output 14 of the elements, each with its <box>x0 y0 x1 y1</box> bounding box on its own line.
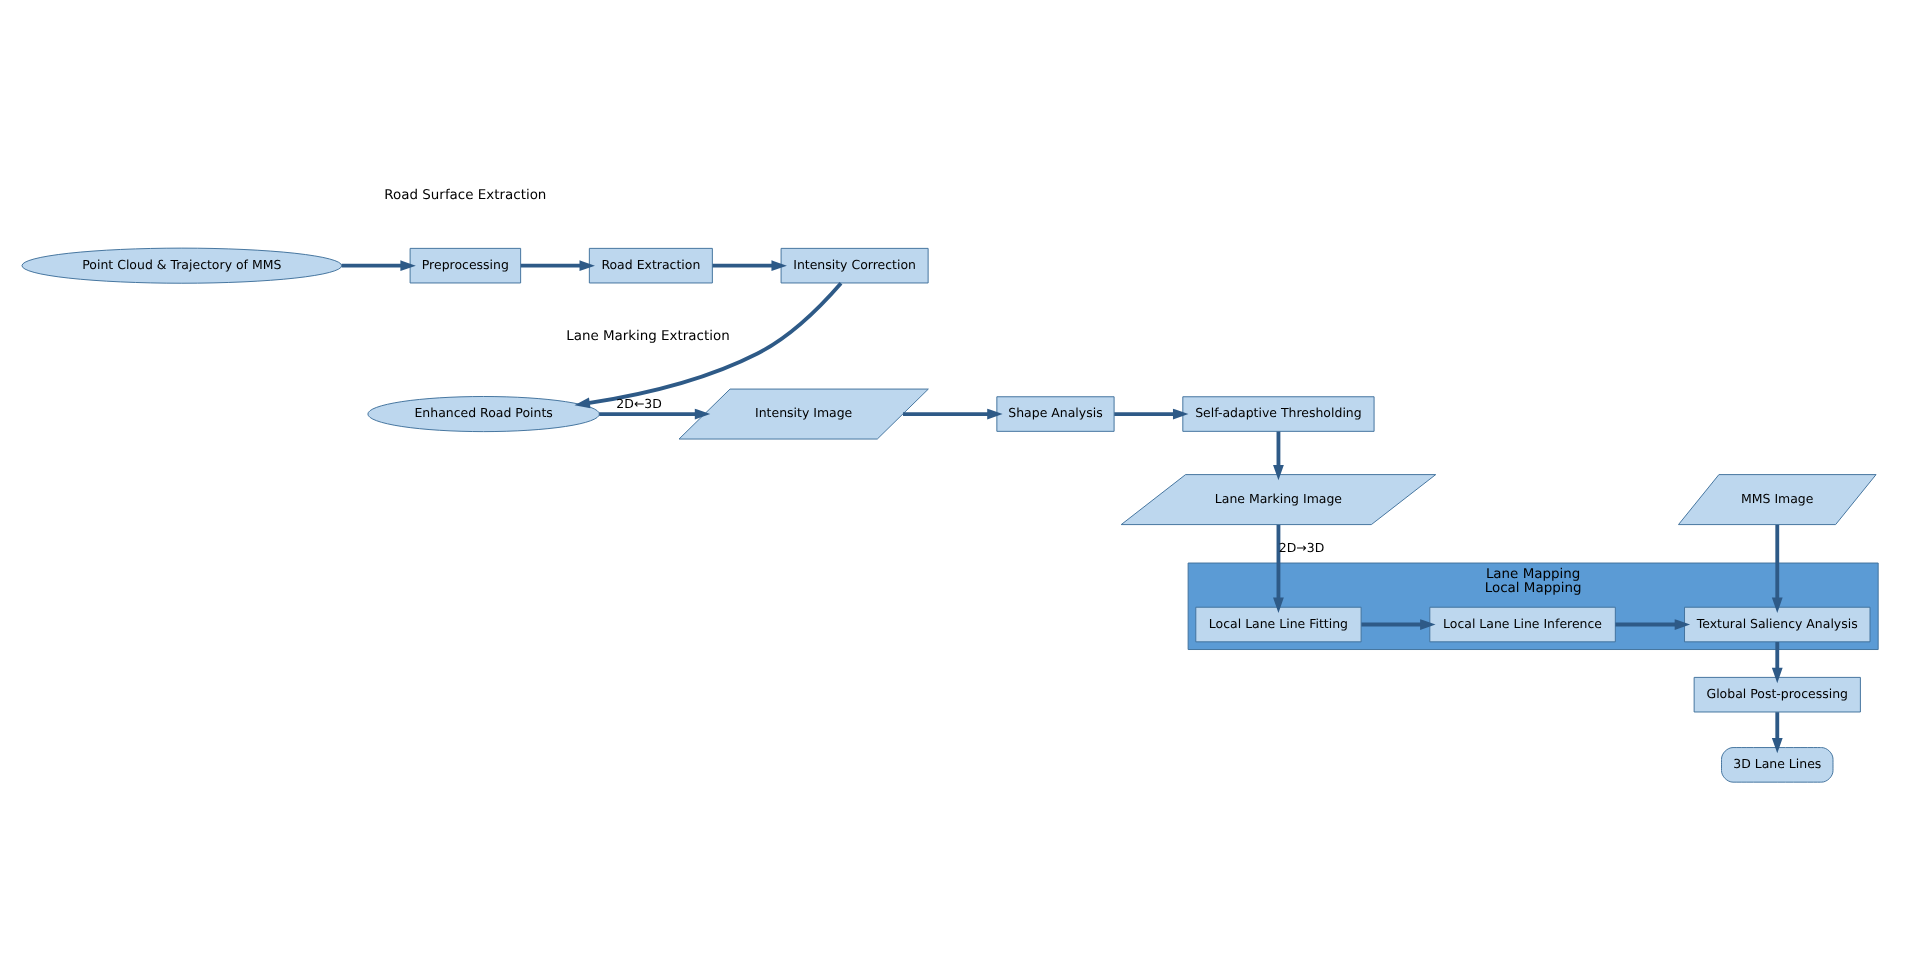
arrow <box>903 407 1003 419</box>
arrow <box>1114 407 1189 419</box>
arrow <box>1273 523 1284 612</box>
arrow <box>712 259 787 271</box>
arrow <box>520 259 595 271</box>
arrow <box>341 259 416 271</box>
arrow <box>1273 430 1284 480</box>
arrow <box>1771 641 1783 683</box>
arrow <box>1771 711 1783 753</box>
arrow <box>574 280 843 408</box>
arrow <box>599 407 711 419</box>
arrow <box>1615 618 1691 629</box>
arrow <box>1361 618 1436 629</box>
arrow <box>1771 523 1783 612</box>
